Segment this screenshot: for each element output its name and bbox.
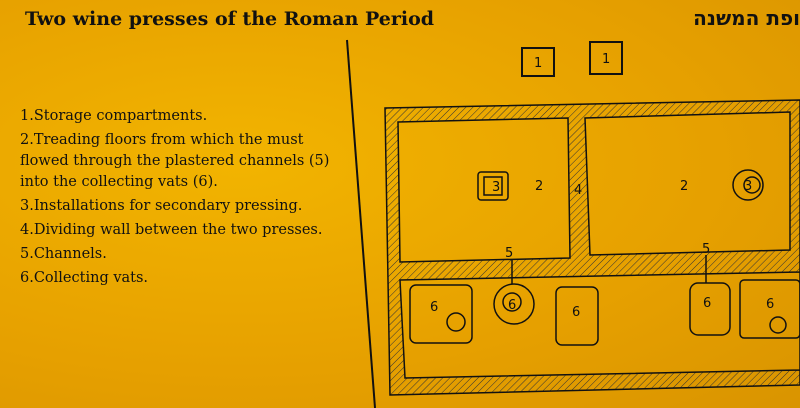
divider-line bbox=[346, 39, 376, 408]
sign-title: Two wine presses of the Roman Period bbox=[25, 8, 435, 30]
svg-text:5: 5 bbox=[505, 246, 513, 261]
legend-item: 6.Collecting vats. bbox=[20, 270, 149, 286]
svg-text:1: 1 bbox=[534, 56, 542, 71]
plan-labels: 3 3 2 2 4 5 5 6 6 6 6 6 bbox=[430, 179, 774, 320]
legend-item: 2.Treading floors from which the must fl… bbox=[20, 132, 330, 190]
legend-item: 3.Installations for secondary pressing. bbox=[20, 198, 303, 214]
legend-item: 4.Dividing wall between the two presses. bbox=[20, 222, 323, 238]
legend: 1.Storage compartments. 2.Treading floor… bbox=[20, 106, 350, 292]
svg-text:2: 2 bbox=[680, 179, 688, 194]
svg-text:6: 6 bbox=[703, 296, 711, 311]
svg-text:1: 1 bbox=[602, 52, 610, 67]
hebrew-title: ופת המשנה bbox=[693, 6, 800, 30]
svg-text:6: 6 bbox=[572, 305, 580, 320]
walls bbox=[384, 99, 800, 396]
svg-text:5: 5 bbox=[702, 242, 710, 257]
legend-item: 5.Channels. bbox=[20, 246, 107, 262]
svg-text:6: 6 bbox=[430, 300, 438, 315]
legend-item: 1.Storage compartments. bbox=[20, 108, 208, 124]
svg-text:3: 3 bbox=[492, 180, 500, 195]
svg-text:3: 3 bbox=[744, 179, 752, 194]
svg-text:4: 4 bbox=[574, 183, 582, 198]
svg-text:6: 6 bbox=[766, 297, 774, 312]
installations bbox=[409, 169, 800, 346]
svg-text:2: 2 bbox=[535, 179, 543, 194]
svg-text:6: 6 bbox=[508, 298, 516, 313]
storage-compartments: 1 1 bbox=[521, 41, 623, 77]
